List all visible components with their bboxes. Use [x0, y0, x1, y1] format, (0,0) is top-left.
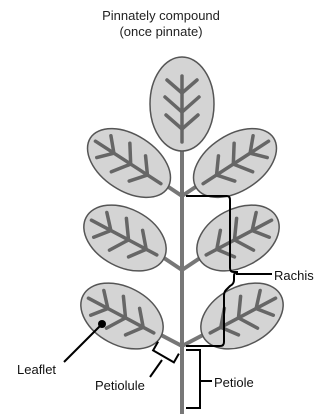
leaflet-middle-left: [83, 204, 167, 272]
leaflet-upper-right: [192, 127, 278, 199]
petiole-label: Petiole: [214, 375, 254, 390]
leaflet-terminal: [149, 56, 215, 152]
petiolule-bracket: [151, 341, 180, 364]
diagram-subtitle: (once pinnate): [119, 24, 203, 39]
petiole-bracket: [186, 349, 201, 409]
leaflet-pointer-dot: [98, 320, 106, 328]
leaflet-pointer: [63, 323, 103, 363]
rachis-bracket: [186, 195, 239, 347]
leaflet-label: Leaflet: [17, 362, 57, 377]
diagram-title: Pinnately compound: [102, 8, 220, 23]
petiolule-pointer: [149, 359, 163, 378]
leaflet-upper-left: [86, 127, 172, 199]
rachis-label: Rachis: [274, 268, 314, 283]
leaflet-middle-right: [196, 204, 280, 272]
petiolule-label: Petiolule: [95, 378, 145, 393]
leaflet-lower-left: [80, 282, 164, 350]
